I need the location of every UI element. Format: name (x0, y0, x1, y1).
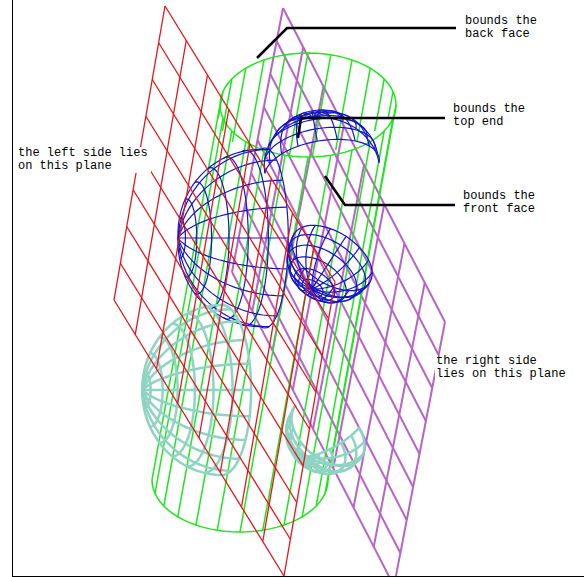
cylinder-line (375, 79, 384, 131)
hemisphere (264, 110, 379, 173)
cylinder-line (325, 118, 393, 493)
teal-hemispheres (142, 305, 364, 475)
hemisphere (286, 405, 364, 474)
hemisphere-mesh-line (178, 207, 287, 238)
hemisphere-mesh-line (265, 139, 379, 173)
plane-grid-line (251, 173, 413, 487)
plane-grid-line (127, 227, 297, 503)
hemisphere-mesh-line (312, 283, 370, 298)
frame (12, 0, 584, 577)
hemisphere-mesh-line (313, 116, 377, 154)
leader-line (325, 176, 455, 205)
leader-lines (257, 28, 456, 205)
callout-label: the left side lies on this plane (17, 147, 151, 173)
hemisphere-mesh-line (264, 118, 313, 174)
plane-grid-line (258, 140, 420, 454)
hemisphere-mesh-line (268, 118, 367, 147)
cylinder-line (336, 60, 352, 150)
plane-grid-line (140, 153, 310, 429)
hemisphere-mesh-line (307, 442, 364, 459)
callout-label: the right side lies on this plane (435, 355, 569, 381)
hemisphere (287, 225, 372, 303)
cylinder-line (284, 150, 352, 525)
right-plane (232, 8, 445, 577)
hemisphere-mesh-line (142, 390, 231, 471)
plane-grid-line (114, 300, 284, 576)
hemisphere-mesh-line (292, 225, 372, 290)
callout-label: bounds the front face (462, 190, 560, 216)
cylinder-line (289, 53, 308, 157)
hemisphere-mesh-line (313, 117, 379, 162)
cylinder-line (178, 142, 246, 517)
callout-label: bounds the top end (452, 103, 550, 129)
hemisphere-mesh-line (312, 247, 360, 289)
cylinder-line (222, 79, 231, 131)
hemisphere-mesh-line (178, 180, 283, 238)
cylinder-line (152, 480, 328, 532)
hemisphere-mesh-line (306, 225, 315, 289)
leader-line (257, 28, 456, 58)
leader-line (298, 118, 445, 138)
hemisphere-mesh-line (312, 236, 346, 289)
plane-grid-line (120, 263, 290, 539)
plane-grid-line (159, 43, 329, 319)
plane-grid-line (146, 116, 316, 392)
plane-grid-line (133, 190, 303, 466)
cylinder-line (248, 60, 264, 150)
frame-line (12, 576, 584, 577)
plane-grid-line (165, 6, 335, 282)
plane-grid-line (238, 239, 400, 553)
frame-line (12, 0, 13, 577)
hemisphere-mesh-line (142, 390, 222, 475)
cylinder-line (232, 68, 245, 142)
hemisphere-mesh-line (307, 457, 344, 474)
left-plane (114, 6, 335, 576)
cylinder-line (388, 92, 393, 119)
hemisphere-mesh-line (269, 117, 313, 163)
hemisphere-mesh-line (307, 457, 356, 472)
callout-label: bounds the back face (464, 15, 562, 41)
plane-grid-line (152, 80, 322, 356)
